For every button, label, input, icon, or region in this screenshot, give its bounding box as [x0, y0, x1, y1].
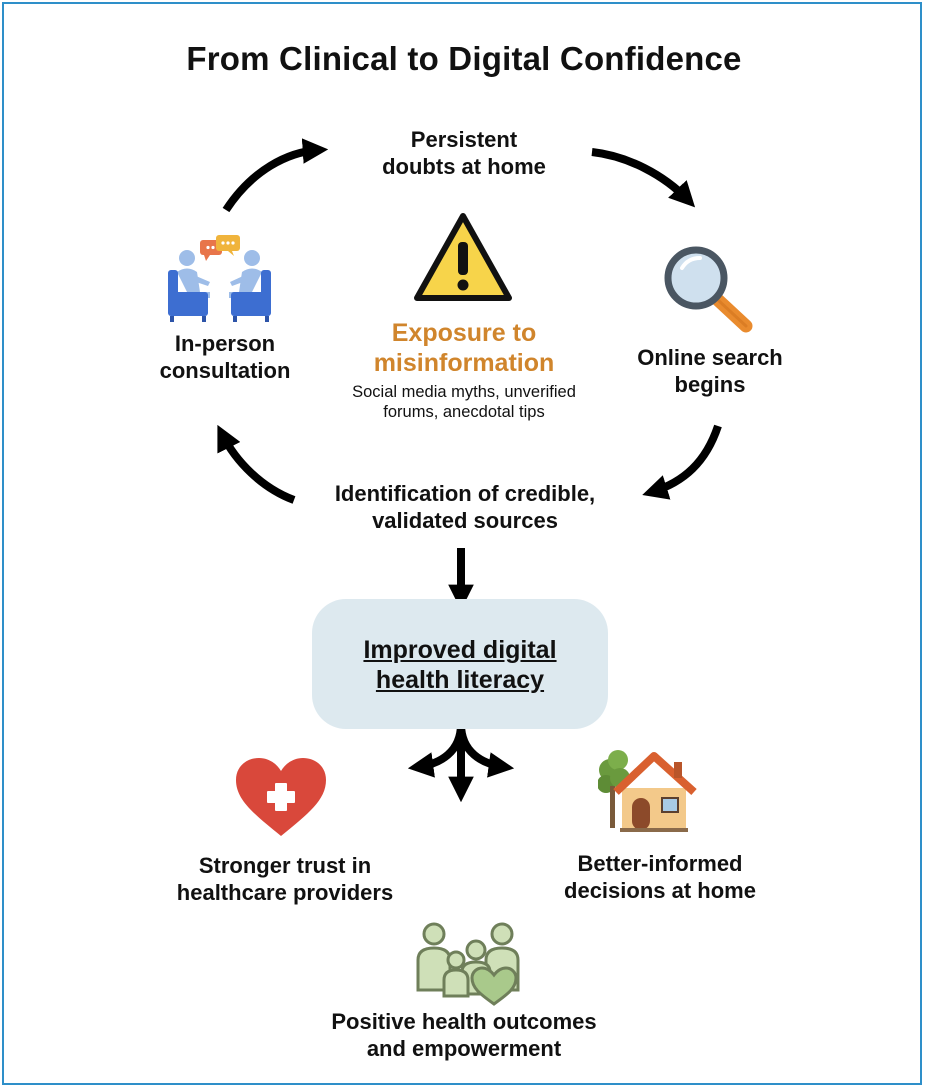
arrow-left-to-top: [222, 138, 329, 213]
node-credible-sources: Identification of credible, validated so…: [334, 481, 596, 533]
node-in-person-consultation: In-person consultation: [159, 331, 291, 383]
diagram-title: From Clinical to Digital Confidence: [186, 40, 742, 77]
hub-box: Improved digital health literacy: [312, 599, 608, 729]
misinformation-heading: Exposure to misinformation: [373, 319, 555, 377]
magnifier-icon: [664, 246, 753, 333]
outcome-better-decisions: Better-informed decisions at home: [564, 851, 756, 903]
outcome-stronger-trust: Stronger trust in healthcare providers: [176, 853, 394, 905]
family-icon: [416, 922, 520, 1006]
arrow-hub-split-left: [407, 723, 465, 778]
arrow-hub-split-right: [457, 723, 515, 778]
hub-label: Improved digital health literacy: [363, 636, 557, 694]
arrow-bottom-to-left: [217, 424, 296, 504]
node-online-search: Online search begins: [637, 345, 783, 397]
outcome-positive-health: Positive health outcomes and empowerment: [331, 1009, 597, 1061]
arrow-right-to-bottom: [642, 424, 722, 500]
warning-icon: [414, 213, 512, 301]
heart-cross-icon: [236, 758, 326, 836]
house-icon: [598, 750, 697, 832]
consultation-icon: [168, 235, 271, 322]
node-persistent-doubts: Persistent doubts at home: [382, 127, 546, 179]
misinformation-subtext: Social media myths, unverified forums, a…: [352, 383, 576, 421]
arrow-top-to-right: [591, 148, 696, 208]
